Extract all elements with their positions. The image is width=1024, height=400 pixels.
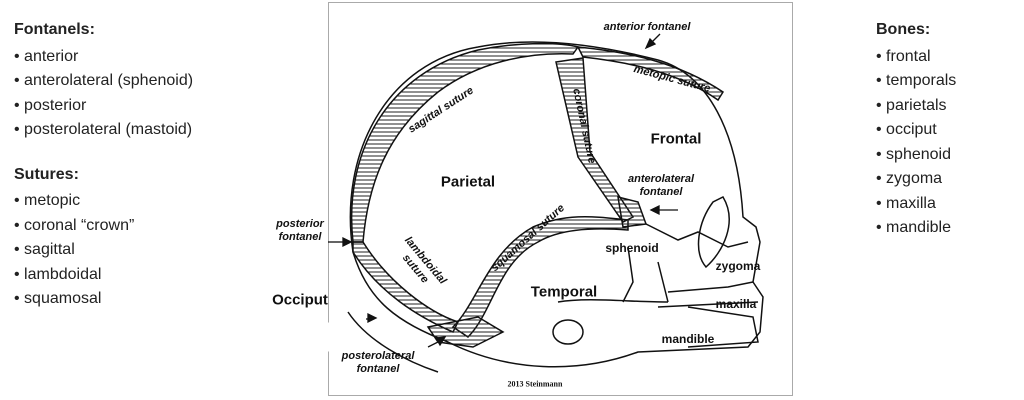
list-item: frontal <box>876 45 956 70</box>
bones-list: frontal temporals parietals occiput sphe… <box>876 45 956 241</box>
frame <box>328 2 793 396</box>
label-frontal: Frontal <box>650 130 702 148</box>
list-item: sphenoid <box>876 143 956 168</box>
label-parietal: Parietal <box>440 173 496 191</box>
list-item: temporals <box>876 69 956 94</box>
left-text-column: Fontanels: anterior anterolateral (sphen… <box>14 18 193 312</box>
label-occiput: Occiput <box>272 291 328 309</box>
label-temporal: Temporal <box>530 283 598 301</box>
list-item: lambdoidal <box>14 263 193 288</box>
list-item: mandible <box>876 216 956 241</box>
label-maxilla: maxilla <box>715 297 757 311</box>
credit-text: 2013 Steinmann <box>507 379 563 389</box>
list-item: anterior <box>14 45 193 70</box>
arrows <box>328 33 678 348</box>
list-item: occiput <box>876 118 956 143</box>
list-item: posterior <box>14 94 193 119</box>
right-text-column: Bones: frontal temporals parietals occip… <box>876 18 956 241</box>
list-item: anterolateral (sphenoid) <box>14 69 193 94</box>
list-item: posterolateral (mastoid) <box>14 118 193 143</box>
fontanels-heading: Fontanels: <box>14 21 95 38</box>
skull-diagram: anterior fontanel metopic suture coronal… <box>272 2 793 396</box>
sutures-list: metopic coronal “crown” sagittal lambdoi… <box>14 189 193 312</box>
list-item: zygoma <box>876 167 956 192</box>
label-anterior-fontanel: anterior fontanel <box>603 21 691 33</box>
list-item: sagittal <box>14 238 193 263</box>
list-item: maxilla <box>876 192 956 217</box>
label-sphenoid: sphenoid <box>605 241 659 255</box>
list-item: metopic <box>14 189 193 214</box>
skull-drawing <box>328 2 793 396</box>
list-item: squamosal <box>14 287 193 312</box>
fontanels-list: anterior anterolateral (sphenoid) poster… <box>14 45 193 143</box>
label-zygoma: zygoma <box>715 259 761 273</box>
sutures-heading: Sutures: <box>14 165 79 183</box>
bones-heading: Bones: <box>876 21 931 38</box>
list-item: parietals <box>876 94 956 119</box>
list-item: coronal “crown” <box>14 214 193 239</box>
label-mandible: mandible <box>661 332 715 346</box>
